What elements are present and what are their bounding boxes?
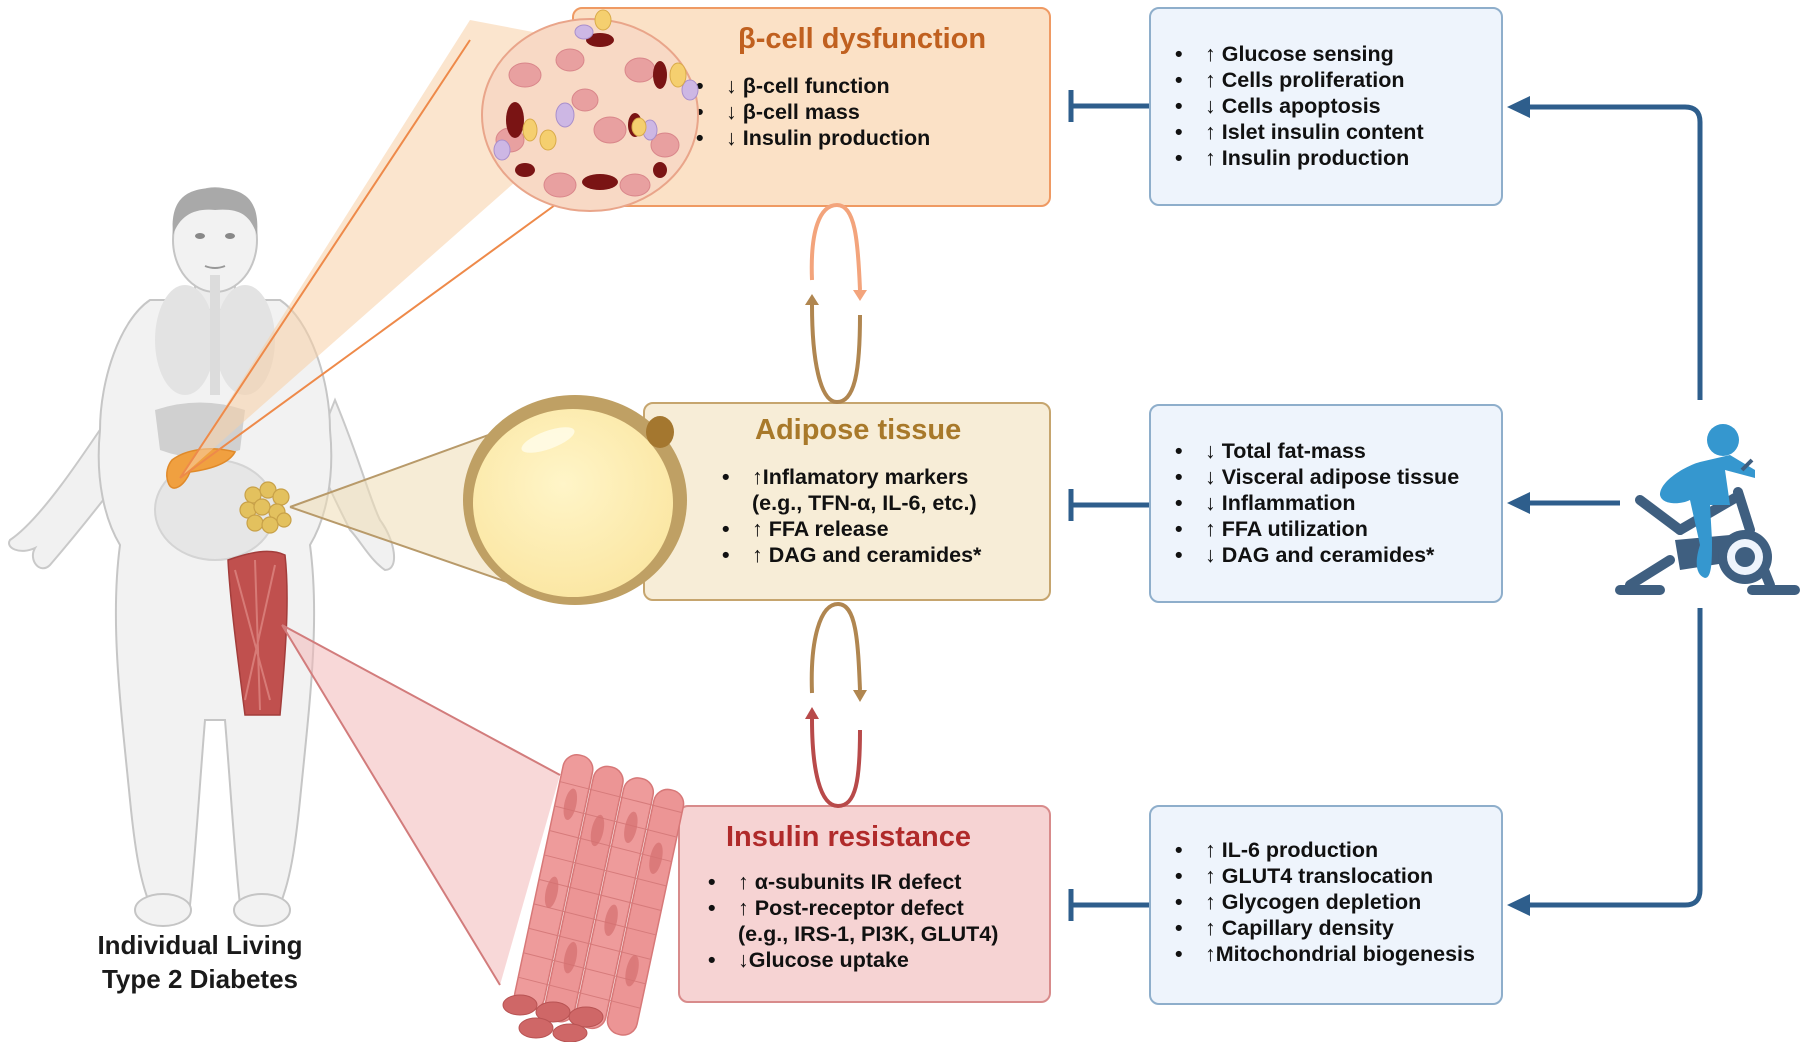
list-item: ↓ β-cell mass xyxy=(692,99,930,125)
list-item: ↑ DAG and ceramides* xyxy=(718,542,981,568)
list-item: ↓ Insulin production xyxy=(692,125,930,151)
exercise-effects-adipose-box: ↓ Total fat-mass ↓ Visceral adipose tiss… xyxy=(1149,404,1503,603)
insulin-resistance-box: Insulin resistance ↑ α-subunits IR defec… xyxy=(678,805,1051,1003)
beta-cell-dysfunction-box: β-cell dysfunction ↓ β-cell function ↓ β… xyxy=(572,7,1051,207)
insulin-resistance-list: ↑ α-subunits IR defect ↑ Post-receptor d… xyxy=(704,869,998,973)
muscle-cone-edge xyxy=(281,624,561,986)
inhibition-connectors xyxy=(1068,90,1149,921)
subject-caption: Individual Living Type 2 Diabetes xyxy=(60,928,340,996)
list-item: ↑ Glucose sensing xyxy=(1171,41,1424,67)
list-item: ↓ Visceral adipose tissue xyxy=(1171,464,1459,490)
inhibit-adipose xyxy=(1068,489,1149,521)
list-item: ↓ β-cell function xyxy=(692,73,930,99)
list-item: ↑Mitochondrial biogenesis xyxy=(1171,941,1475,967)
exercise-effects-beta-cell-box: ↑ Glucose sensing ↑ Cells proliferation … xyxy=(1149,7,1503,206)
adipose-tissue-box: Adipose tissue ↑Inflamatory markers (e.g… xyxy=(643,402,1051,601)
exercise-connectors xyxy=(1507,96,1703,916)
list-item: ↑ IL-6 production xyxy=(1171,837,1475,863)
list-item: ↑ Glycogen depletion xyxy=(1171,889,1475,915)
adipose-title: Adipose tissue xyxy=(755,414,962,446)
list-item: ↓Glucose uptake xyxy=(704,947,998,973)
list-item: ↑ Capillary density xyxy=(1171,915,1475,941)
muscle-cone xyxy=(282,625,560,985)
stationary-bike-exercise-icon xyxy=(1615,424,1800,595)
list-item: ↑ α-subunits IR defect xyxy=(704,869,998,895)
list-item: ↑ FFA release xyxy=(718,516,981,542)
inhibit-beta-cell xyxy=(1068,90,1149,122)
list-item: ↓ Total fat-mass xyxy=(1171,438,1459,464)
list-item: ↑ Cells proliferation xyxy=(1171,67,1424,93)
human-body-illustration xyxy=(8,187,396,927)
exercise-effects-muscle-box: ↑ IL-6 production ↑ GLUT4 translocation … xyxy=(1149,805,1503,1005)
exercise-effects-beta-cell-list: ↑ Glucose sensing ↑ Cells proliferation … xyxy=(1171,41,1424,171)
list-item: ↑ Islet insulin content xyxy=(1171,119,1424,145)
inhibit-insulin-resistance xyxy=(1068,889,1149,921)
list-item: ↓ Cells apoptosis xyxy=(1171,93,1424,119)
adipose-list: ↑Inflamatory markers (e.g., TFN-α, IL-6,… xyxy=(718,464,981,568)
list-item: ↑ Insulin production xyxy=(1171,145,1424,171)
exercise-effects-muscle-list: ↑ IL-6 production ↑ GLUT4 translocation … xyxy=(1171,837,1475,967)
insulin-resistance-title: Insulin resistance xyxy=(726,821,971,853)
subject-caption-line1: Individual Living xyxy=(97,930,303,960)
subject-caption-line2: Type 2 Diabetes xyxy=(101,964,299,994)
beta-cell-cone-edge xyxy=(179,39,556,479)
list-item: ↑ FFA utilization xyxy=(1171,516,1459,542)
list-item: ↓ DAG and ceramides* xyxy=(1171,542,1459,568)
list-item: ↑ Post-receptor defect xyxy=(704,895,998,921)
list-item: ↓ Inflammation xyxy=(1171,490,1459,516)
beta-cell-list: ↓ β-cell function ↓ β-cell mass ↓ Insuli… xyxy=(692,73,930,151)
list-item: (e.g., TFN-α, IL-6, etc.) xyxy=(752,491,977,515)
list-item: ↑ GLUT4 translocation xyxy=(1171,863,1475,889)
exercise-effects-adipose-list: ↓ Total fat-mass ↓ Visceral adipose tiss… xyxy=(1171,438,1459,568)
list-item: ↑Inflamatory markers xyxy=(718,464,981,490)
beta-cell-title: β-cell dysfunction xyxy=(738,23,987,55)
list-item: (e.g., IRS-1, PI3K, GLUT4) xyxy=(738,922,999,946)
